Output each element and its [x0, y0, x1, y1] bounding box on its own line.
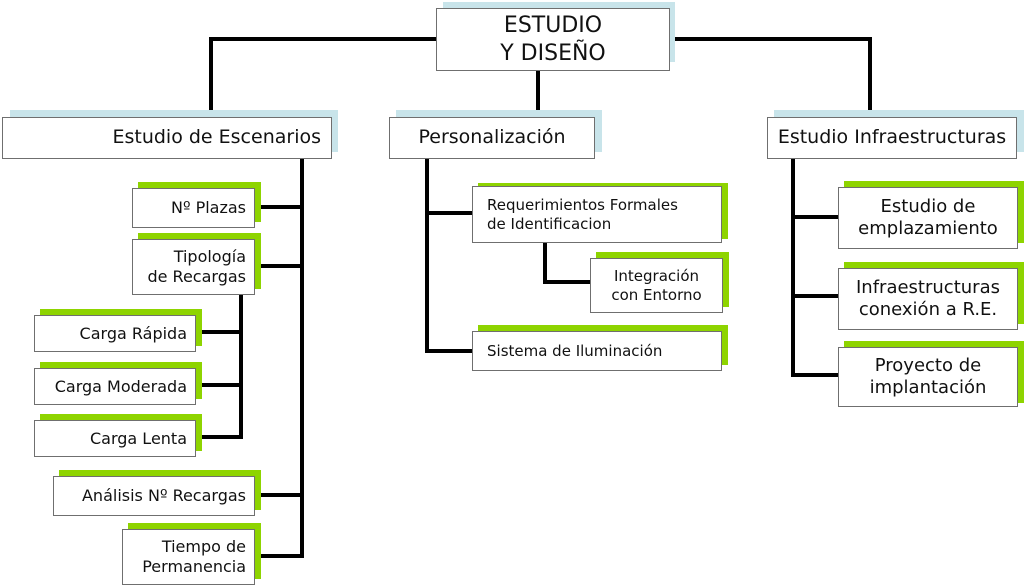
tipologia-node: Tipología de Recargas	[132, 239, 255, 295]
conexion-node: Infraestructuras conexión a R.E.	[838, 268, 1018, 330]
infraestructuras-node: Estudio Infraestructuras	[767, 117, 1017, 159]
emplazamiento-node: Estudio de emplazamiento	[838, 187, 1018, 249]
connector-personalizacion-spine	[425, 156, 474, 353]
connector-root-left	[209, 37, 438, 120]
iluminacion-node: Sistema de Iluminación	[472, 331, 722, 371]
personalizacion-node: Personalización	[389, 117, 595, 159]
tiempo-node: Tiempo de Permanencia	[122, 529, 255, 585]
analisis-node: Análisis Nº Recargas	[53, 476, 255, 516]
carga-moderada-node: Carga Moderada	[34, 368, 196, 405]
carga-lenta-node: Carga Lenta	[34, 420, 196, 457]
connector-integracion	[543, 241, 592, 284]
proyecto-node: Proyecto de implantación	[838, 347, 1018, 407]
connector-root-right	[668, 37, 872, 120]
requerimientos-node: Requerimientos Formales de Identificacio…	[472, 186, 722, 243]
integracion-node: Integración con Entorno	[590, 258, 723, 313]
carga-rapida-node: Carga Rápida	[34, 315, 196, 352]
root-node: ESTUDIO Y DISEÑO	[436, 8, 670, 71]
escenarios-node: Estudio de Escenarios	[2, 117, 332, 159]
connector-infra-spine	[791, 156, 840, 377]
plazas-node: Nº Plazas	[132, 188, 255, 228]
